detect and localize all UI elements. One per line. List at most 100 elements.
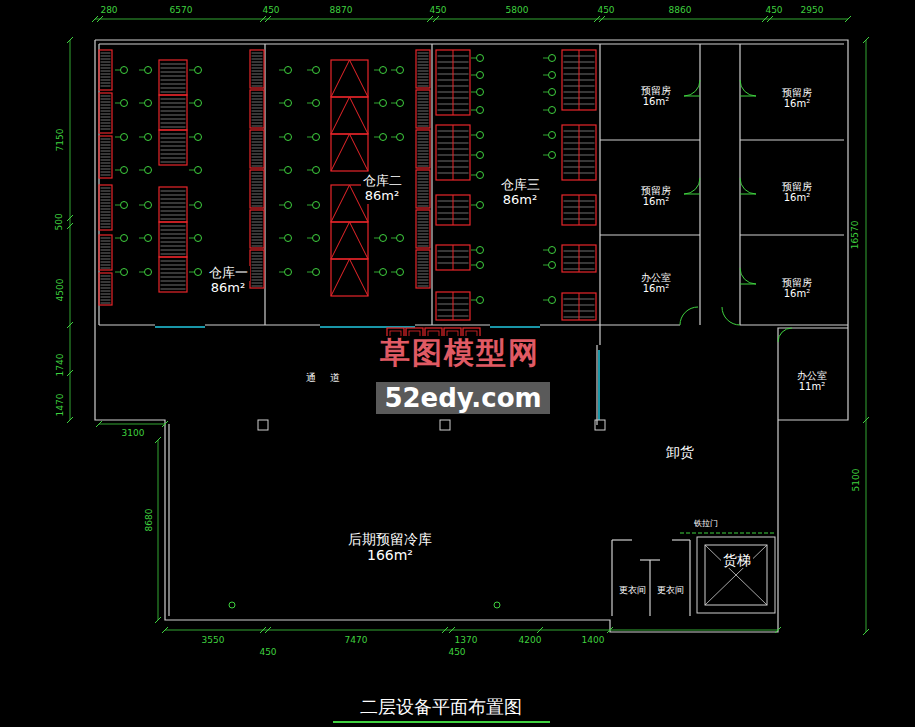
rack-shelf-line <box>101 62 111 63</box>
rack-shelf-line <box>418 166 429 167</box>
rack-shelf-line <box>252 139 263 140</box>
dimension-tick <box>265 627 271 633</box>
rack-shelf-line <box>252 283 263 284</box>
rack-shelf-line <box>418 253 429 254</box>
rack-shelf-line <box>252 71 263 72</box>
dimension-value: 6570 <box>169 6 194 16</box>
drawing-title: 二层设备平面布置图 <box>357 697 525 717</box>
equipment-marker <box>195 235 202 242</box>
room-name: 仓库三 <box>499 178 542 193</box>
door-swing-arc <box>740 80 756 96</box>
storage-rack <box>416 90 430 128</box>
storage-rack <box>416 50 430 88</box>
rack-shelf-line <box>252 160 263 161</box>
dimension-value: 450 <box>428 6 447 16</box>
marker-leader <box>307 103 312 104</box>
rack-shelf-line <box>418 114 429 115</box>
marker-leader <box>471 175 476 176</box>
equipment-marker <box>380 269 387 276</box>
equipment-marker <box>195 67 202 74</box>
shelf-divider <box>453 195 454 225</box>
shelf-divider <box>453 125 454 180</box>
room-label-group: 仓库三86m² <box>499 178 542 208</box>
rack-shelf-line <box>418 99 429 100</box>
rack-shelf-line <box>418 197 429 198</box>
equipment-marker <box>477 297 484 304</box>
rack-shelf-line <box>101 250 111 251</box>
wall-line <box>640 559 660 560</box>
storage-rack <box>99 185 112 230</box>
rack-shelf-line <box>101 148 111 149</box>
dimension-tick <box>845 16 851 22</box>
dimension-tick <box>863 37 869 43</box>
door-opening <box>490 326 540 328</box>
storage-rack <box>99 273 112 305</box>
wall-line <box>540 324 600 325</box>
rack-shelf-line <box>252 271 263 272</box>
room-name: 预留房 <box>780 277 814 289</box>
rack-shelf-line <box>418 256 429 257</box>
marker-leader <box>391 238 396 239</box>
door-swing-arc <box>740 268 756 284</box>
rack-shelf-line <box>101 160 111 161</box>
rack-shelf-line <box>418 262 429 263</box>
rack-shelf-line <box>418 213 429 214</box>
rack-shelf-line <box>418 154 429 155</box>
rack-shelf-line <box>418 265 429 266</box>
room-name: 预留房 <box>780 181 814 193</box>
wall-line <box>431 44 432 325</box>
rack-shelf-line <box>252 237 263 238</box>
marker-leader <box>543 250 548 251</box>
equipment-marker <box>549 89 556 96</box>
equipment-marker <box>549 72 556 79</box>
room-name: 更衣间 <box>655 585 686 595</box>
equipment-marker <box>285 269 292 276</box>
room-area: 预留房16m² <box>600 44 700 140</box>
rack-shelf-line <box>101 169 111 170</box>
equipment-marker <box>397 269 404 276</box>
room-area-value: 166m² <box>365 547 415 563</box>
rack-shelf-line <box>101 83 111 84</box>
watermark-url: 52edy.com <box>376 382 549 415</box>
rack-shelf-line <box>101 218 111 219</box>
rack-shelf-line <box>101 108 111 109</box>
rack-shelf-line <box>161 88 186 89</box>
marker-leader <box>471 300 476 301</box>
marker-leader <box>189 205 194 206</box>
dimension-tick <box>162 421 168 427</box>
shelf-block <box>436 125 470 180</box>
room-label-group: 预留房16m² <box>780 277 814 300</box>
rack-shelf-line <box>418 59 429 60</box>
rack-shelf-line <box>101 227 111 228</box>
rack-shelf-line <box>101 279 111 280</box>
rack-shelf-line <box>252 173 263 174</box>
marker-leader <box>139 238 144 239</box>
wall-line <box>600 139 700 140</box>
equipment-marker <box>477 247 484 254</box>
dimension-tick <box>67 223 73 229</box>
rack-shelf-line <box>252 182 263 183</box>
rack-shelf-line <box>418 240 429 241</box>
room-label-group: 预留房16m² <box>639 185 673 208</box>
dimension-value: 450 <box>764 6 783 16</box>
room-area: 更衣间 <box>650 560 690 616</box>
rack-shelf-line <box>161 281 186 282</box>
pallet-rack <box>331 222 368 259</box>
rack-shelf-line <box>252 108 263 109</box>
rack-shelf-line <box>418 191 429 192</box>
door-swing-arc <box>740 178 756 194</box>
rack-shelf-line <box>252 277 263 278</box>
wall-line <box>739 44 740 325</box>
marker-leader <box>307 137 312 138</box>
storage-rack <box>416 250 430 288</box>
rack-shelf-line <box>101 194 111 195</box>
rack-shelf-line <box>252 102 263 103</box>
rack-shelf-line <box>101 117 111 118</box>
room-area: 更衣间 <box>612 560 650 616</box>
wall-line <box>740 139 844 140</box>
dimension-value: 450 <box>261 6 280 16</box>
room-label-group: 办公室16m² <box>639 272 673 295</box>
rack-shelf-line <box>161 119 186 120</box>
equipment-marker <box>195 100 202 107</box>
equipment-marker <box>549 107 556 114</box>
